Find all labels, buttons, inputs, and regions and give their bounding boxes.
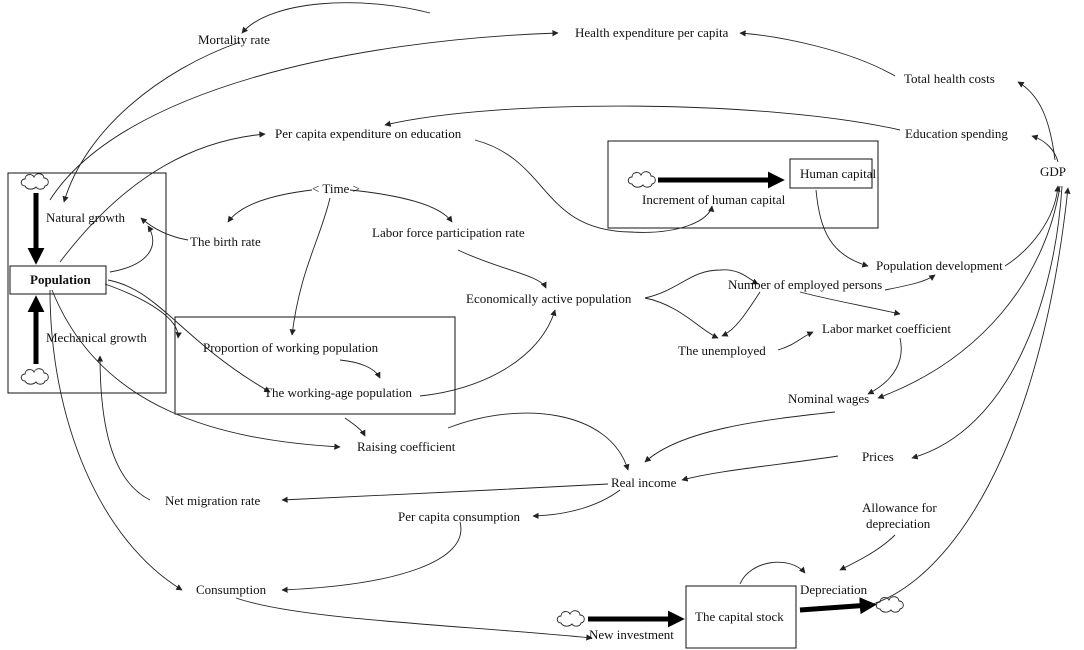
population-development-label: Population development	[876, 258, 1003, 273]
the-capital-stock-label: The capital stock	[695, 609, 784, 624]
prices-label: Prices	[862, 449, 894, 464]
mechanical-growth-label: Mechanical growth	[46, 330, 147, 345]
increment-of-human-capital-label: Increment of human capital	[642, 192, 786, 207]
total-health-costs-label: Total health costs	[904, 71, 995, 86]
causal-links	[49, 2, 1071, 641]
depreciation-label: Depreciation	[800, 582, 868, 597]
mortality-rate-label: Mortality rate	[198, 32, 270, 47]
working-population-group-box	[174, 316, 456, 415]
labor-market-coefficient-label: Labor market coefficient	[822, 321, 951, 336]
number-of-employed-persons-label: Number of employed persons	[728, 277, 882, 292]
economically-active-population-label: Economically active population	[466, 291, 632, 306]
cloud-icon	[20, 173, 49, 190]
per-capita-consumption-label: Per capita consumption	[398, 509, 521, 524]
depreciation-flow	[799, 597, 877, 615]
raising-coefficient-label: Raising coefficient	[357, 439, 456, 454]
cloud-icon	[20, 368, 49, 385]
population-group-box	[7, 172, 167, 394]
proportion-of-working-population-label: Proportion of working population	[203, 340, 379, 355]
human-capital-label: Human capital	[800, 166, 877, 181]
population-label: Population	[30, 272, 91, 287]
cloud-icon	[875, 596, 904, 613]
education-spending-label: Education spending	[905, 126, 1008, 141]
natural-growth-label: Natural growth	[46, 210, 126, 225]
cloud-icon	[556, 610, 585, 627]
health-expenditure-per-capita-label: Health expenditure per capita	[575, 25, 729, 40]
gdp-label: GDP	[1040, 164, 1066, 179]
allowance-for-depreciation-label-line1: Allowance for	[862, 500, 937, 515]
the-birth-rate-label: The birth rate	[190, 234, 261, 249]
population-stock	[9, 265, 107, 295]
net-migration-rate-label: Net migration rate	[165, 493, 261, 508]
human-capital-group-box	[607, 140, 879, 229]
new-investment-label: New investment	[589, 627, 674, 642]
cloud-icon	[627, 171, 656, 188]
consumption-label: Consumption	[196, 582, 267, 597]
real-income-label: Real income	[611, 475, 677, 490]
time-label: < Time >	[312, 181, 360, 196]
nominal-wages-label: Nominal wages	[788, 391, 869, 406]
human-capital-stock	[789, 158, 873, 189]
allowance-for-depreciation-label-line2: depreciation	[866, 516, 931, 531]
capital-stock-box	[685, 585, 797, 649]
labor-force-participation-rate-label: Labor force participation rate	[372, 225, 525, 240]
the-unemployed-label: The unemployed	[678, 343, 766, 358]
the-working-age-population-label: The working-age population	[264, 385, 413, 400]
per-capita-expenditure-on-education-label: Per capita expenditure on education	[275, 126, 462, 141]
